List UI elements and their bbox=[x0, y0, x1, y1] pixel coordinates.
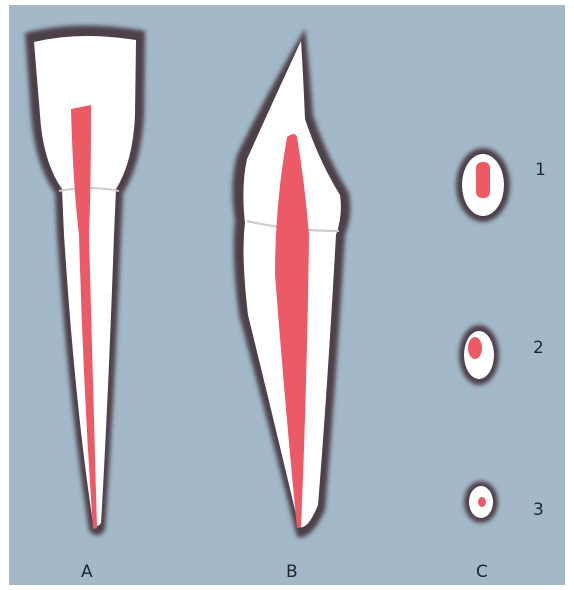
label-a: A bbox=[81, 564, 93, 581]
section-label-3: 3 bbox=[533, 502, 544, 519]
tooth-b-side-view bbox=[232, 29, 350, 537]
cross-section-1-pulp bbox=[476, 162, 490, 198]
tooth-diagram: A B C 1 2 3 bbox=[9, 5, 565, 585]
section-label-1: 1 bbox=[535, 162, 546, 179]
cross-section-2 bbox=[459, 325, 499, 385]
label-b: B bbox=[286, 564, 298, 581]
cross-section-1 bbox=[456, 148, 510, 222]
tooth-a-front-view bbox=[25, 25, 145, 535]
label-c: C bbox=[476, 564, 488, 581]
section-label-2: 2 bbox=[533, 340, 544, 357]
cross-section-3 bbox=[464, 481, 498, 523]
diagram-drawing bbox=[9, 5, 565, 585]
cross-section-2-pulp bbox=[468, 337, 482, 359]
cross-section-3-pulp bbox=[478, 497, 486, 507]
